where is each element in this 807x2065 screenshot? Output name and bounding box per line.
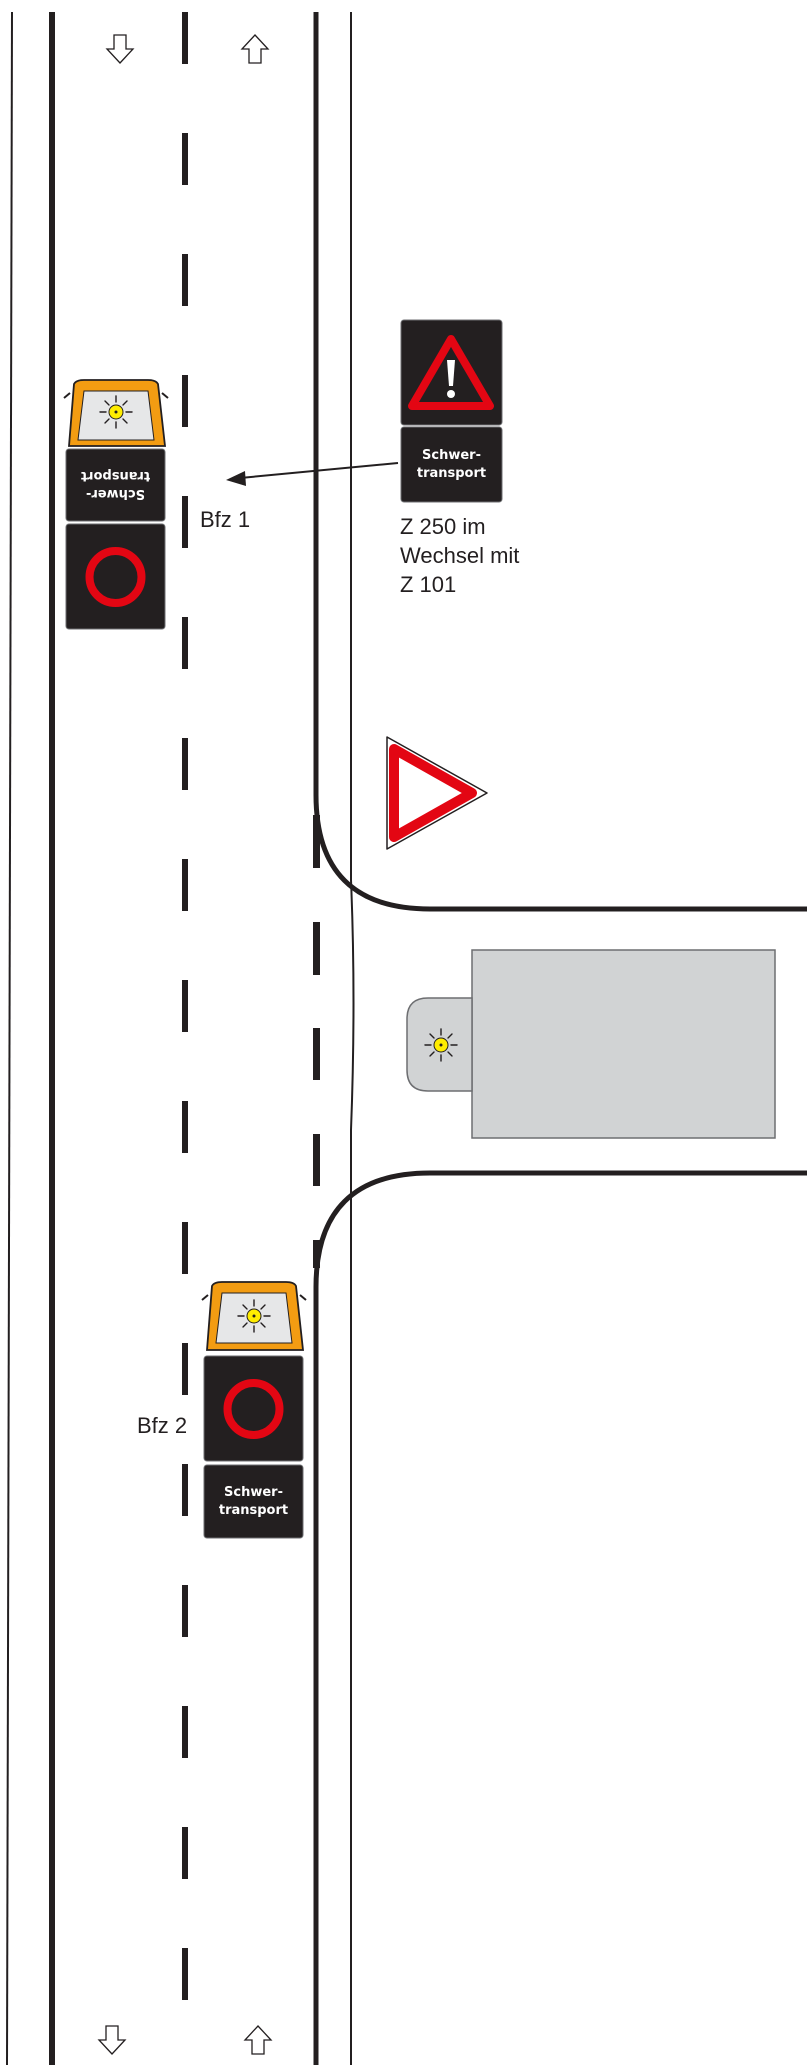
- roadside-sign: Schwer- transport: [400, 319, 503, 503]
- truck-trailer: [471, 949, 776, 1139]
- outer-left-edge-line: [6, 11, 13, 2065]
- vehicle-bfz1-text-panel: [65, 448, 166, 522]
- vehicle-bfz1-sign-panel: [65, 523, 166, 630]
- vehicle-bfz1: Schwer- transport: [63, 379, 169, 630]
- lane-direction-down-icon: [98, 2025, 126, 2055]
- sign-note-line2: Wechsel mit: [400, 543, 519, 568]
- panel-text-line1: Schwer-: [86, 486, 145, 501]
- vehicle-bfz2: Schwer- transport: [201, 1281, 307, 1539]
- vehicle-1-label: Bfz 1: [200, 507, 250, 532]
- roadside-text-panel: [400, 426, 503, 503]
- prohibition-sign-icon: [85, 547, 146, 607]
- vehicle-bfz2-text-panel: [203, 1464, 304, 1539]
- sign-note-line3: Z 101: [400, 572, 456, 597]
- panel-text-line2: transport: [219, 1503, 288, 1518]
- sign-note-line1: Z 250 im: [400, 514, 486, 539]
- lane-direction-down-icon: [106, 34, 134, 64]
- right-edge-line-upper: [313, 12, 807, 912]
- beacon-icon: [99, 395, 133, 429]
- panel-text-line1: Schwer-: [422, 448, 481, 463]
- prohibition-sign-icon: [223, 1379, 284, 1439]
- panel-text-line2: transport: [417, 466, 486, 481]
- vehicle-2-label: Bfz 2: [137, 1413, 187, 1438]
- beacon-icon: [237, 1299, 271, 1333]
- beacon-icon: [424, 1028, 458, 1062]
- lane-dashes: [182, 12, 320, 2000]
- right-edge-line-lower: [313, 1170, 807, 2065]
- panel-text-line2: transport: [81, 468, 150, 483]
- road-edges: [6, 11, 807, 2065]
- heavy-transport-truck: [406, 949, 776, 1139]
- lane-direction-up-icon: [244, 2025, 272, 2055]
- yield-sign-icon: [386, 736, 488, 850]
- panel-text-line1: Schwer-: [224, 1485, 283, 1500]
- outer-right-edge-line: [350, 12, 355, 2065]
- vehicle-bfz2-sign-panel: [203, 1355, 304, 1462]
- pointer-arrow: [226, 462, 399, 486]
- lane-direction-up-icon: [241, 34, 269, 64]
